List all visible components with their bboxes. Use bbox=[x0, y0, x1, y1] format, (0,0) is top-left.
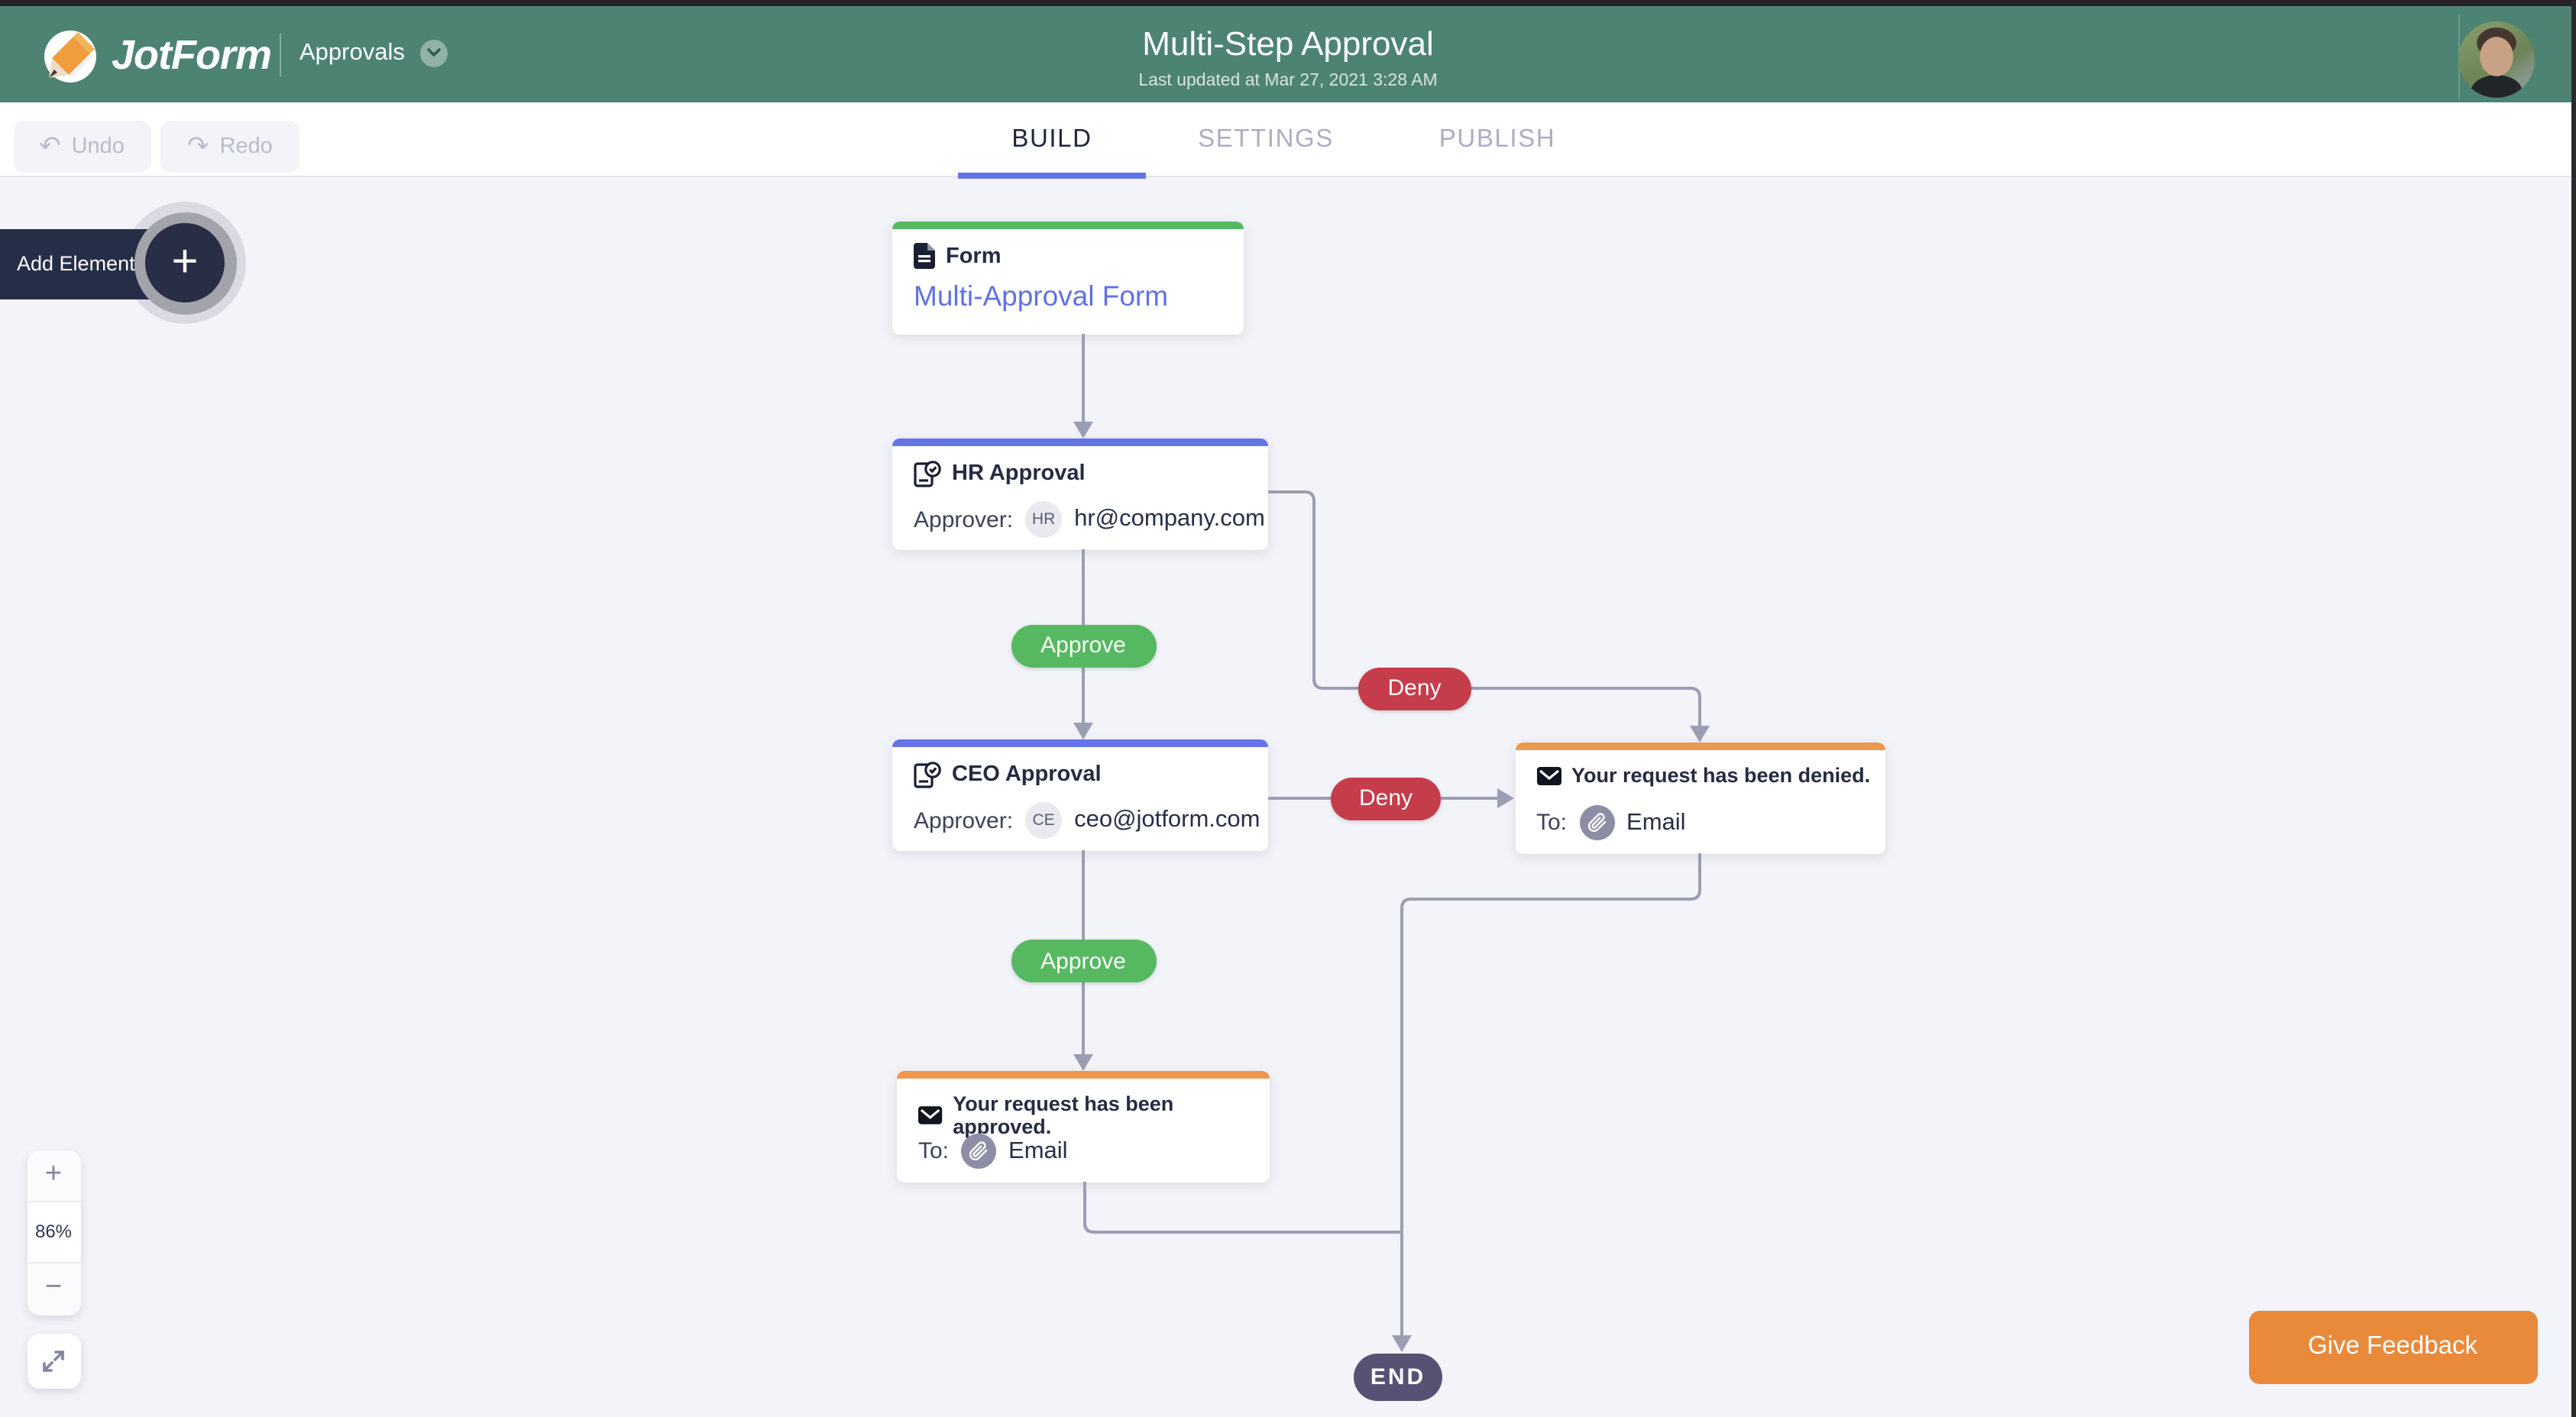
node-ceo-approval[interactable]: CEO Approval Approver: CE ceo@jotform.co… bbox=[892, 739, 1268, 850]
arrowhead bbox=[1690, 726, 1710, 742]
zoom-out-button[interactable]: − bbox=[27, 1261, 80, 1313]
toolbar: ↶ Undo ↷ Redo BUILD SETTINGS PUBLISH bbox=[0, 102, 2576, 177]
node-approved-email[interactable]: Your request has been approved. To: Emai… bbox=[897, 1071, 1270, 1182]
approval-icon bbox=[914, 461, 941, 487]
window-edge-top bbox=[0, 0, 2576, 5]
node-form-color-bar bbox=[892, 222, 1244, 228]
node-hr-title: HR Approval bbox=[952, 461, 1086, 486]
last-updated-text: Last updated at Mar 27, 2021 3:28 AM bbox=[1138, 71, 1438, 89]
pencil-logo-icon bbox=[44, 30, 96, 82]
approver-label: Approver: bbox=[914, 807, 1014, 833]
zoom-in-button[interactable]: + bbox=[27, 1150, 80, 1202]
recipient-value: Email bbox=[1008, 1137, 1068, 1163]
redo-icon: ↷ bbox=[187, 131, 209, 161]
approver-email: hr@company.com bbox=[1074, 506, 1265, 532]
node-hr-color-bar bbox=[892, 438, 1268, 445]
node-denied-email[interactable]: Your request has been denied. To: Email bbox=[1515, 742, 1885, 853]
zoom-level: 86% bbox=[27, 1202, 80, 1261]
node-ceo-title: CEO Approval bbox=[952, 762, 1102, 787]
node-end[interactable]: END bbox=[1354, 1354, 1442, 1400]
arrowhead bbox=[1497, 788, 1514, 808]
branch-deny-ceo[interactable]: Deny bbox=[1331, 777, 1441, 820]
recipient-value: Email bbox=[1626, 809, 1686, 835]
add-element-label: Add Element bbox=[17, 252, 135, 276]
node-approved-color-bar bbox=[897, 1071, 1270, 1078]
tab-build[interactable]: BUILD bbox=[1011, 125, 1092, 153]
connector-hr-deny bbox=[1268, 490, 1701, 727]
zoom-controls: + 86% − bbox=[27, 1150, 80, 1315]
add-element-plus-button[interactable]: + bbox=[145, 223, 225, 302]
approval-icon bbox=[914, 762, 941, 788]
branch-approve-hr[interactable]: Approve bbox=[1011, 624, 1156, 667]
page-title: Multi-Step Approval bbox=[1142, 24, 1434, 62]
tab-settings[interactable]: SETTINGS bbox=[1198, 125, 1334, 153]
branch-deny-hr[interactable]: Deny bbox=[1358, 667, 1471, 710]
plus-icon: + bbox=[171, 237, 199, 287]
envelope-icon bbox=[1536, 766, 1561, 785]
to-label: To: bbox=[1536, 810, 1568, 836]
redo-label: Redo bbox=[219, 134, 273, 159]
active-tab-indicator bbox=[958, 172, 1146, 178]
connector-denied-to-end bbox=[1400, 853, 1701, 1337]
to-label: To: bbox=[918, 1138, 950, 1164]
undo-icon: ↶ bbox=[39, 131, 61, 161]
form-name-link[interactable]: Multi-Approval Form bbox=[914, 280, 1169, 312]
app-switcher-label: Approvals bbox=[299, 39, 405, 65]
node-form-label: Form bbox=[946, 244, 1002, 268]
attachment-icon bbox=[961, 1134, 997, 1169]
app-header: JotForm Approvals Multi-Step Approval La… bbox=[0, 5, 2576, 102]
attachment-icon bbox=[1579, 805, 1615, 840]
expand-icon bbox=[43, 1350, 64, 1371]
approver-badge: HR bbox=[1025, 501, 1063, 538]
arrowhead bbox=[1073, 723, 1093, 739]
connector-approved-to-end bbox=[1083, 1182, 1402, 1234]
avatar[interactable] bbox=[2458, 21, 2534, 97]
node-denied-color-bar bbox=[1515, 742, 1885, 749]
window-edge-right bbox=[2571, 0, 2576, 1417]
add-element-button[interactable]: Add Element bbox=[0, 228, 151, 299]
node-approved-title: Your request has been approved. bbox=[953, 1092, 1174, 1138]
node-ceo-color-bar bbox=[892, 739, 1268, 746]
undo-label: Undo bbox=[71, 134, 125, 159]
app-switcher[interactable]: Approvals bbox=[299, 39, 448, 66]
chevron-down-icon[interactable] bbox=[419, 39, 448, 66]
form-icon bbox=[914, 243, 935, 269]
title-block: Multi-Step Approval Last updated at Mar … bbox=[0, 5, 2576, 89]
brand-wordmark: JotForm bbox=[112, 32, 272, 78]
header-divider bbox=[280, 33, 281, 76]
arrowhead bbox=[1392, 1335, 1412, 1352]
arrowhead bbox=[1073, 422, 1093, 438]
branch-approve-ceo[interactable]: Approve bbox=[1011, 940, 1156, 982]
node-form[interactable]: Form Multi-Approval Form bbox=[892, 222, 1244, 334]
node-denied-title: Your request has been denied. bbox=[1571, 764, 1871, 787]
approver-badge: CE bbox=[1025, 802, 1063, 839]
envelope-icon bbox=[918, 1106, 943, 1124]
redo-button[interactable]: ↷ Redo bbox=[160, 121, 299, 172]
give-feedback-button[interactable]: Give Feedback bbox=[2248, 1310, 2537, 1383]
approver-label: Approver: bbox=[914, 506, 1014, 532]
arrowhead bbox=[1073, 1054, 1093, 1071]
tab-publish[interactable]: PUBLISH bbox=[1438, 125, 1556, 153]
jotform-logo[interactable]: JotForm bbox=[43, 28, 272, 83]
undo-button[interactable]: ↶ Undo bbox=[13, 121, 150, 172]
approver-email: ceo@jotform.com bbox=[1074, 807, 1260, 833]
fit-to-screen-button[interactable] bbox=[27, 1333, 80, 1388]
node-hr-approval[interactable]: HR Approval Approver: HR hr@company.com bbox=[892, 438, 1268, 549]
